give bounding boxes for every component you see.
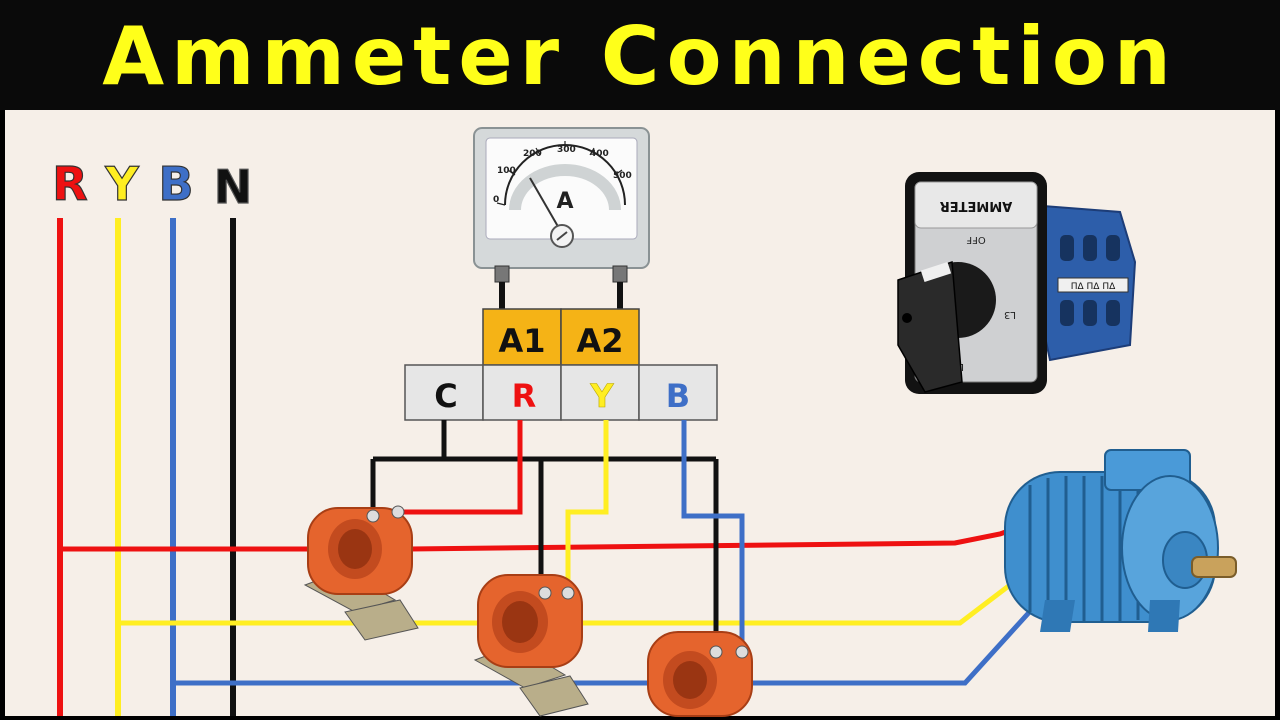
terminal-a2-label: A2 [576,322,623,360]
ammeter-scale-400: 400 [590,149,609,159]
phase-label-y: Y [104,157,139,211]
ammeter-unit: A [556,189,573,214]
motor-shaft [1191,556,1237,578]
terminal-b [638,364,718,421]
switch-pos-l3: L3 [1004,309,1016,320]
phase-label-n: N [214,160,253,214]
terminal-c [404,364,484,421]
motor-icon [1004,449,1237,632]
terminal-y-label: Y [589,377,614,415]
selector-switch-icon: ΠΔ ΠΔ ΠΔ AMMETER OFF L3 L2 [897,172,1137,394]
switch-side-marking: ΠΔ ΠΔ ΠΔ [1071,282,1116,292]
ct-b [647,631,753,717]
terminal-a2 [560,308,640,366]
ammeter-scale-300: 300 [557,145,576,155]
terminal-r-label: R [512,377,537,415]
phase-label-b: B [158,157,193,211]
page-title: Ammeter Connection [102,10,1178,103]
terminal-block: A1 A2 C R Y B [404,308,718,421]
ct-y [473,574,589,717]
page-title-wrap: Ammeter Connection [102,10,1178,103]
ct-wire-b [681,420,745,655]
ammeter-scale-500: 500 [613,171,632,181]
ct-wire-y [565,420,609,595]
ammeter-scale-100: 100 [497,166,516,176]
terminal-a1 [482,308,562,366]
terminal-c-label: C [434,377,457,415]
ct-wiring [370,420,745,655]
switch-pos-off: OFF [966,234,986,245]
ct-r [303,505,419,641]
ammeter-icon: 0 100 200 300 400 500 A [473,127,650,309]
ct-wire-r [402,420,523,515]
ct-icon [303,505,753,717]
ammeter-scale-200: 200 [523,149,542,159]
switch-plate-label: AMMETER [940,198,1013,213]
terminal-y [560,364,640,421]
title-bar [0,0,1280,110]
supply-bus [57,218,236,716]
terminal-r [482,364,562,421]
ammeter-needle [529,177,561,231]
terminal-b-label: B [666,377,690,415]
ammeter-scale-0: 0 [493,195,499,205]
terminal-a1-label: A1 [498,322,545,360]
phase-label-r: R [52,157,87,211]
